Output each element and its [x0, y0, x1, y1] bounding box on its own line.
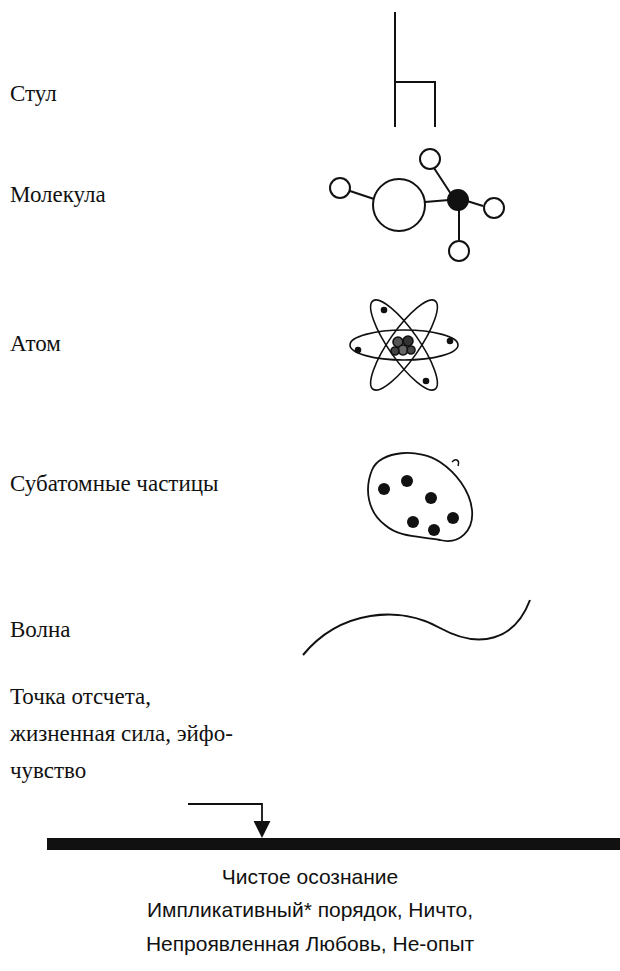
- level-label: Точка отсчета, жизненная сила, эйфо-чувс…: [10, 678, 235, 789]
- atom-symbol: [350, 292, 458, 398]
- foundation-label: Импликативный* порядок, Ничто, Непроявле…: [140, 893, 480, 961]
- baseline-bar: [47, 838, 620, 850]
- wave-symbol: [303, 600, 530, 655]
- level-label: Стул: [10, 76, 230, 111]
- level-label: Волна: [10, 612, 230, 647]
- molecule-symbol: [330, 149, 504, 261]
- level-label: Субатомные частицы: [10, 466, 310, 501]
- level-label: Молекула: [10, 177, 230, 212]
- leader-arrow: [188, 804, 269, 836]
- foundation-label: Чистое осознание: [110, 860, 510, 894]
- chair-symbol: [395, 12, 435, 127]
- subatomic-symbol: [368, 453, 472, 541]
- level-label: Атом: [10, 326, 230, 361]
